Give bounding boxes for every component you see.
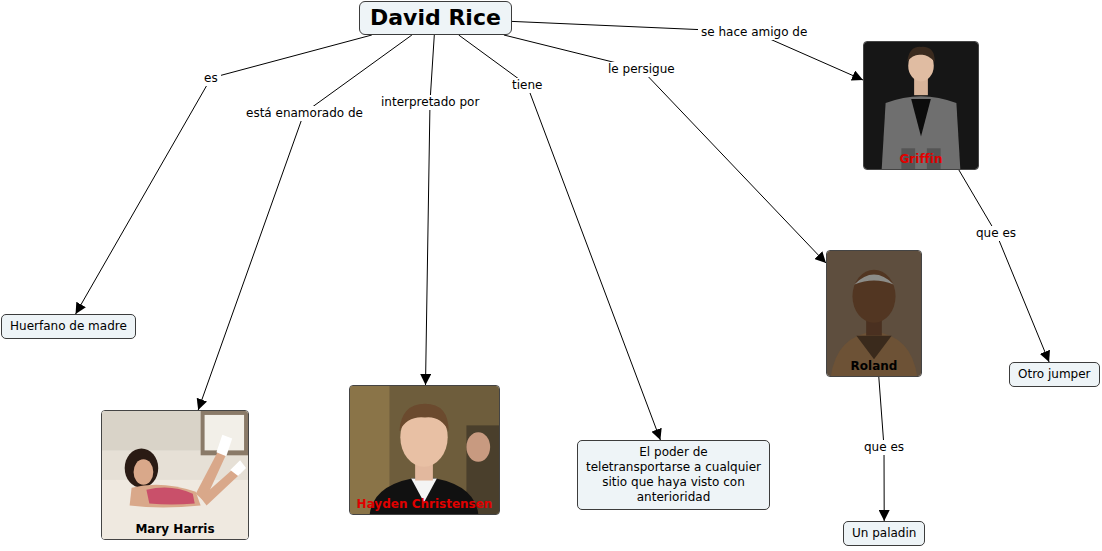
link-arrow — [198, 35, 412, 410]
image-concept: Griffin — [863, 41, 979, 170]
concept-box: Un paladin — [843, 521, 925, 546]
link-label: se hace amigo de — [698, 25, 810, 40]
photo-illustration — [350, 386, 499, 514]
image-concept: Mary Harris — [101, 410, 249, 540]
link-label: que es — [861, 440, 907, 455]
central-concept: David Rice — [359, 1, 512, 35]
photo-illustration — [864, 42, 978, 169]
link-arrow — [959, 170, 1049, 362]
link-arrow — [512, 21, 863, 80]
concept-text: Huerfano de madre — [10, 319, 127, 334]
image-caption: Roland — [827, 359, 921, 373]
image-caption: Hayden Christensen — [350, 497, 499, 511]
concept-box: Huerfano de madre — [1, 314, 136, 339]
concept-text: Otro jumper — [1018, 367, 1091, 382]
link-label: está enamorado de — [243, 106, 366, 121]
concept-text: El poder de teletransportarse a cualquie… — [586, 445, 761, 505]
photo-illustration — [102, 411, 248, 539]
link-label: le persigue — [605, 62, 678, 77]
concept-text: Un paladin — [852, 526, 916, 541]
image-caption: Griffin — [864, 152, 978, 166]
link-arrow — [459, 35, 661, 440]
link-label: tiene — [509, 78, 545, 93]
concept-title: David Rice — [370, 5, 501, 31]
link-arrow — [76, 35, 372, 314]
link-arrow — [504, 35, 826, 263]
link-arrow — [426, 35, 435, 385]
link-label: interpretado por — [378, 95, 482, 110]
image-concept: Hayden Christensen — [349, 385, 500, 515]
link-label: que es — [973, 226, 1019, 241]
link-label: es — [201, 71, 221, 86]
concept-box: Otro jumper — [1009, 362, 1100, 387]
photo-illustration — [827, 251, 921, 376]
concept-box: El poder de teletransportarse a cualquie… — [577, 440, 770, 510]
image-caption: Mary Harris — [102, 522, 248, 536]
image-concept: Roland — [826, 250, 922, 377]
